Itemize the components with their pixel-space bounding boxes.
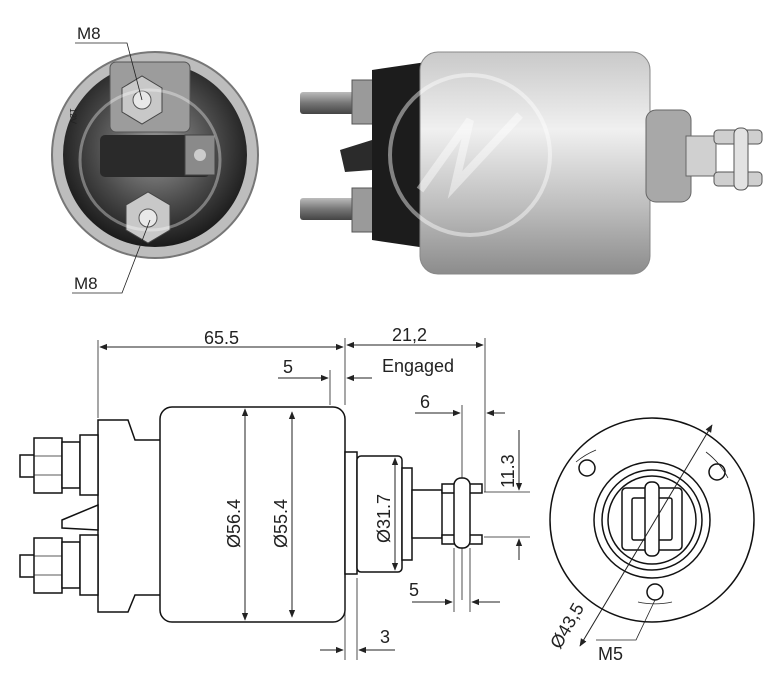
drawing-top-base [79,434,99,496]
dim-5-bottom-label: 5 [409,580,419,600]
fork-pin-photo [733,127,749,191]
front-small-terminal [184,134,216,176]
watermark-ring-side [388,73,552,237]
bottom-stud-photo [300,198,362,220]
drawing-cap-outline [97,419,166,613]
bottom-stud-end [138,208,158,228]
end-hole-bottom [646,583,664,601]
drawing-top-nut [33,437,63,494]
drawing-nose-step [401,467,413,561]
drawing-side-view: 65.5 5 21,2 Engaged 6 11.3 Ø56.4 Ø55.4 Ø… [19,325,530,660]
dim-6-label: 6 [420,392,430,412]
overall-length-label: 65.5 [204,328,239,348]
drawing-nose-flange [344,451,358,575]
watermark-ring-front [78,88,222,232]
front-small-terminal-pin [194,149,206,161]
drawing-bottom-base [79,534,99,596]
photo-side-view [300,51,763,275]
dim-5-top-label: 5 [283,357,293,377]
drawing-fork-pin [453,477,471,549]
pitch-circle-label: Ø43,5 [546,600,588,652]
bottom-m8-label: M8 [74,274,98,293]
plunger-housing-photo [645,109,692,203]
drawing-bottom-washer [61,541,81,589]
drawing-end-view: Ø43,5 M5 [546,417,755,664]
pitch-circle-dim [579,424,713,647]
body-photo [419,51,651,275]
front-stamp-text: 12V [68,108,78,124]
drawing-plunger [411,489,443,539]
end-pin [644,481,660,557]
engaged-text-label: Engaged [382,356,454,376]
photo-front-view: 12V M8 M8 [51,24,259,294]
end-hole-top-right [708,463,726,481]
bottom-m8-leader [72,219,151,294]
end-hole-top-left [578,459,596,477]
watermark-logo-icon [416,112,523,199]
m5-leader [596,599,656,641]
dia-55-4-label: Ø55.4 [271,499,291,548]
drawing-small-terminal [61,503,99,531]
front-terminal-insulator [100,135,210,177]
dia-31-7-label: Ø31.7 [374,494,394,543]
drawing-main-body [159,406,346,623]
dim-11-3-label: 11.3 [498,454,518,488]
top-m8-leader [75,42,143,101]
drawing-bottom-nut [33,537,63,594]
engaged-value-label: 21,2 [392,325,427,345]
small-terminal-photo [340,140,372,172]
dia-56-4-label: Ø56.4 [224,499,244,548]
m5-label: M5 [598,644,623,664]
top-m8-label: M8 [77,24,101,43]
plunger-photo [685,135,717,177]
drawing-top-washer [61,441,81,489]
top-stud-photo [300,92,362,114]
dim-3-label: 3 [380,627,390,647]
